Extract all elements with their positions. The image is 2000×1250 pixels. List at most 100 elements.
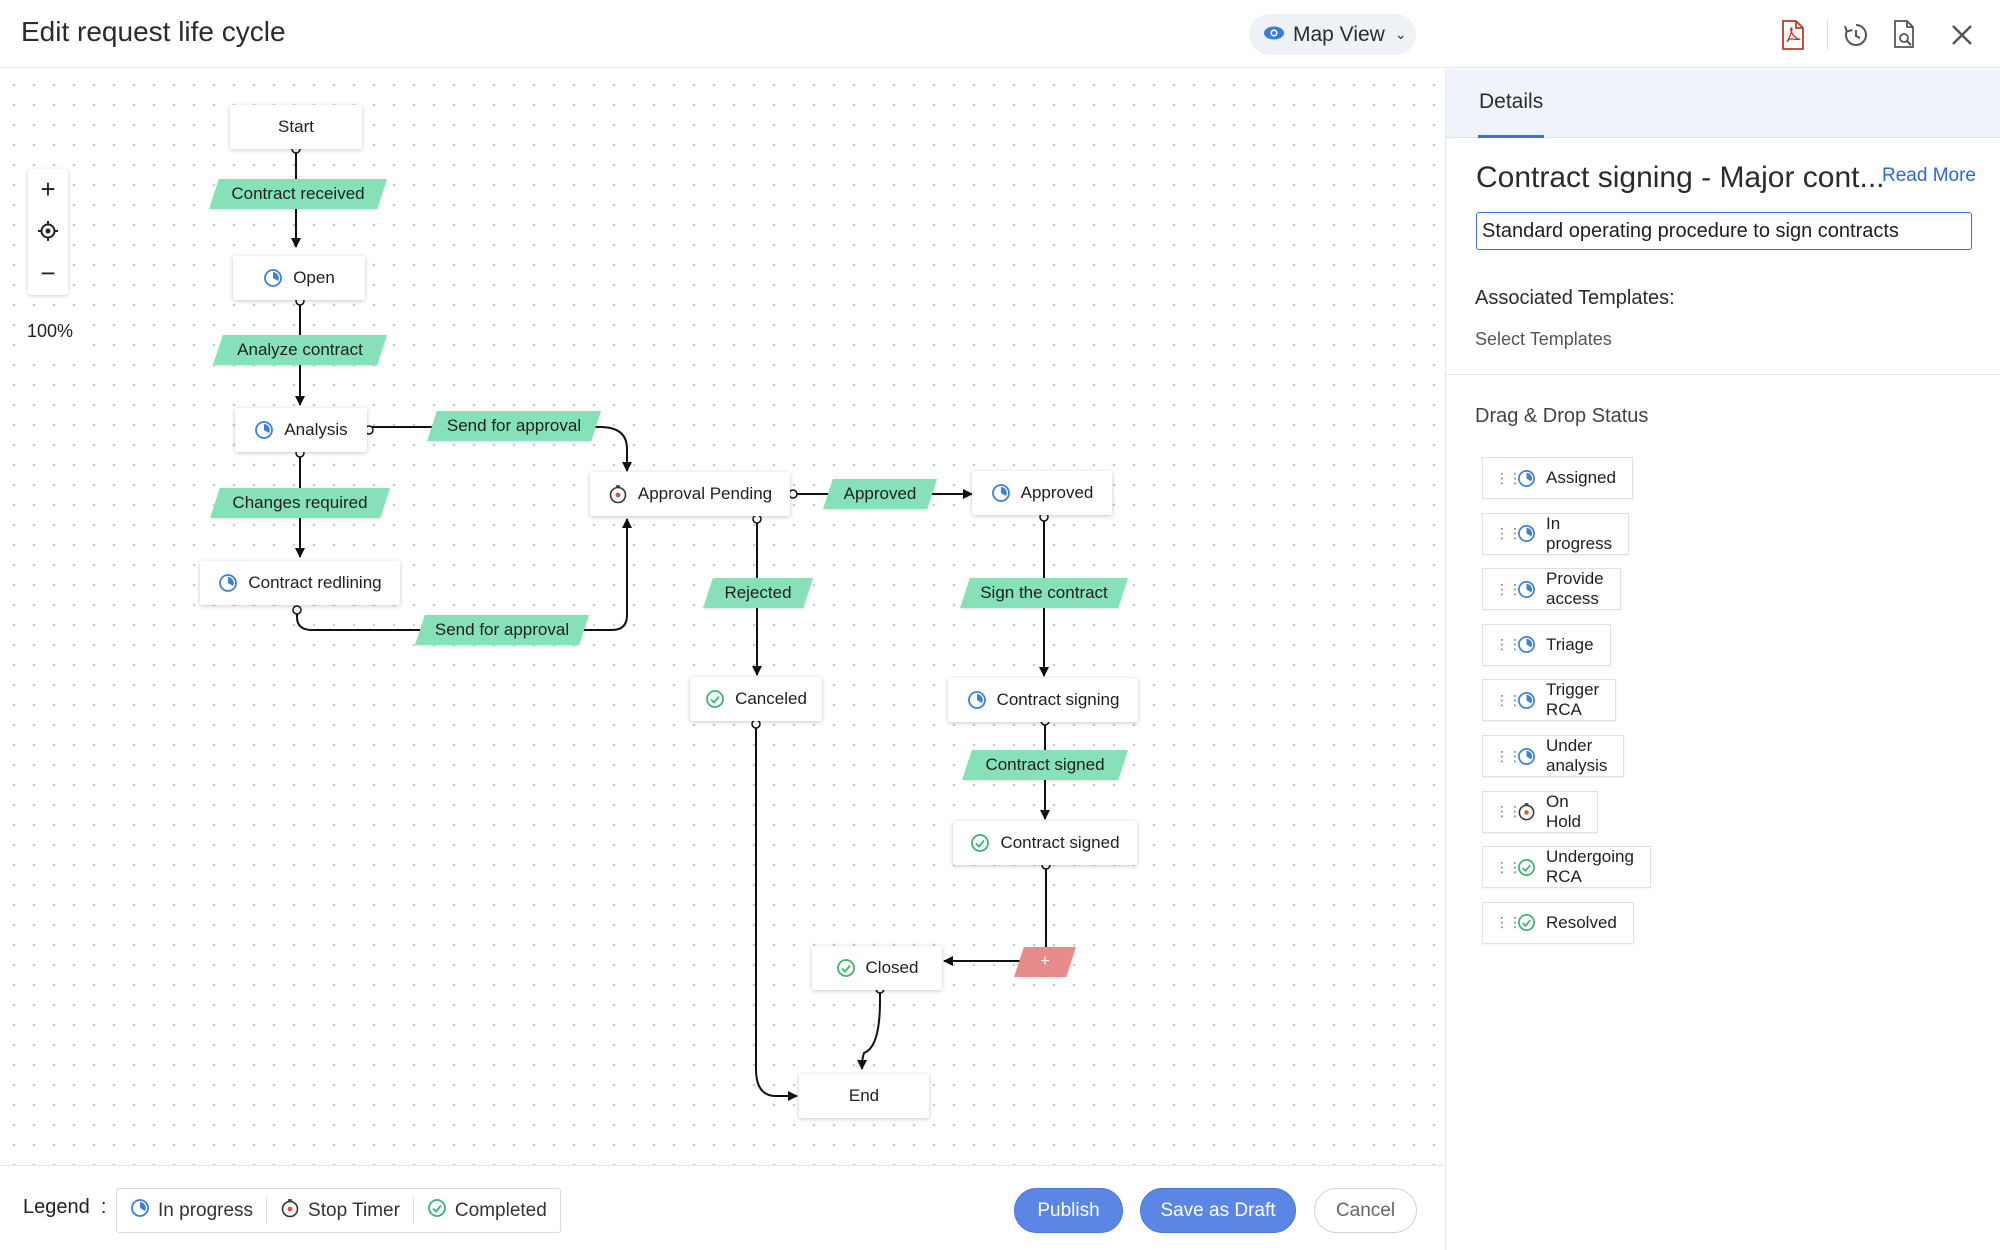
status-chip[interactable]: ⋮⋮ Under analysis	[1482, 735, 1625, 777]
drag-drop-status-title: Drag & Drop Status	[1475, 405, 1649, 427]
status-chip[interactable]: ⋮⋮Provide access	[1482, 568, 1621, 611]
connector-analysis-approval	[369, 426, 632, 472]
map-view-dropdown[interactable]: Map View ⌄	[1249, 14, 1416, 55]
tab-bar: Details	[1446, 69, 2000, 138]
drag-handle-icon[interactable]: ⋮⋮	[1495, 636, 1522, 653]
select-templates-dropdown[interactable]: Select Templates	[1475, 329, 1612, 349]
status-chip[interactable]: ⋮⋮Triage	[1482, 623, 1611, 666]
node-open[interactable]: Open	[233, 256, 365, 300]
in-progress-icon	[1517, 691, 1536, 710]
drag-handle-icon[interactable]: ⋮⋮	[1495, 525, 1522, 542]
stop-timer-icon	[280, 1198, 300, 1224]
transition-approved[interactable]: Approved	[828, 479, 932, 509]
node-label: Closed	[865, 958, 919, 977]
close-icon[interactable]	[1945, 18, 1979, 52]
details-panel: Details Contract signing - Major cont...…	[1445, 69, 2000, 1250]
transition-contract-signed[interactable]: Contract signed	[967, 750, 1123, 780]
connector-canceled-end	[755, 724, 798, 1101]
transition-send-for-approval[interactable]: Send for approval	[432, 411, 596, 441]
description-input[interactable]	[1476, 212, 1972, 250]
completed-icon	[705, 689, 725, 709]
footer: Legend : In progress Stop Timer Complete…	[0, 1165, 1444, 1250]
in-progress-icon	[1517, 635, 1536, 654]
status-chip[interactable]: ⋮⋮Trigger RCA	[1482, 679, 1617, 722]
status-chip-label: Under analysis	[1546, 736, 1608, 775]
transition-send-for-approval-redlining[interactable]: Send for approval	[420, 615, 584, 645]
zoom-in-button[interactable]: +	[40, 173, 56, 204]
page-title: Edit request life cycle	[21, 16, 286, 47]
legend: In progress Stop Timer Completed	[116, 1188, 561, 1233]
recenter-icon[interactable]	[28, 211, 68, 251]
transition-sign-the-contract[interactable]: Sign the contract	[965, 578, 1123, 608]
status-chip-label: Assigned	[1546, 468, 1616, 487]
status-name: Contract signing - Major cont...	[1476, 161, 1885, 194]
workflow-canvas[interactable]: + − 100% Start Open Analysis Contract re…	[0, 69, 1444, 1165]
in-progress-icon	[130, 1198, 150, 1224]
completed-icon	[836, 958, 856, 978]
zoom-level: 100%	[20, 310, 80, 352]
status-chip-label: In progress	[1546, 513, 1613, 553]
status-chip[interactable]: ⋮⋮ Undergoing RCA	[1482, 846, 1651, 889]
transition-changes-required[interactable]: Changes required	[215, 488, 385, 518]
transition-rejected[interactable]: Rejected	[708, 578, 808, 608]
status-chip[interactable]: ⋮⋮ In progress	[1482, 512, 1630, 555]
node-label: Approved	[1020, 483, 1094, 502]
node-approval-pending[interactable]: Approval Pending	[590, 472, 790, 516]
drag-handle-icon[interactable]: ⋮⋮	[1495, 580, 1522, 597]
node-label: Contract signing	[996, 690, 1120, 709]
status-chip[interactable]: ⋮⋮On Hold	[1482, 790, 1598, 833]
map-view-label: Map View	[1293, 22, 1385, 46]
stop-timer-icon	[1517, 802, 1536, 821]
node-label: Approval Pending	[637, 484, 773, 503]
read-more-link[interactable]: Read More	[1882, 165, 1976, 186]
connector-closed-end	[857, 989, 881, 1070]
document-search-icon[interactable]	[1888, 18, 1922, 52]
node-contract-redlining[interactable]: Contract redlining	[200, 561, 400, 605]
eye-icon	[1263, 23, 1285, 47]
drag-handle-icon[interactable]: ⋮⋮	[1495, 691, 1522, 708]
status-chip-label: Resolved	[1546, 912, 1617, 932]
in-progress-icon	[1517, 469, 1536, 488]
node-label: End	[848, 1086, 880, 1105]
completed-icon	[1517, 913, 1536, 932]
in-progress-icon	[263, 268, 283, 288]
drag-handle-icon[interactable]: ⋮⋮	[1495, 747, 1522, 764]
drag-handle-icon[interactable]: ⋮⋮	[1495, 803, 1522, 820]
pdf-export-icon[interactable]	[1776, 18, 1810, 52]
node-canceled[interactable]: Canceled	[690, 677, 822, 721]
node-start[interactable]: Start	[230, 105, 362, 149]
transition-contract-received[interactable]: Contract received	[214, 179, 382, 209]
header: Edit request life cycle Map View ⌄	[0, 0, 2000, 68]
status-chip[interactable]: ⋮⋮ Assigned	[1482, 457, 1633, 499]
node-approved[interactable]: Approved	[972, 471, 1112, 515]
status-chip[interactable]: ⋮⋮ Resolved	[1482, 901, 1634, 944]
node-contract-signed[interactable]: Contract signed	[953, 821, 1137, 865]
in-progress-icon	[218, 573, 238, 593]
status-chip-label: Undergoing RCA	[1546, 847, 1634, 887]
drag-handle-icon[interactable]: ⋮⋮	[1495, 858, 1522, 875]
node-analysis[interactable]: Analysis	[235, 408, 367, 452]
node-label: Start	[278, 117, 314, 136]
node-contract-signing[interactable]: Contract signing	[948, 678, 1138, 722]
legend-label: Legend :	[23, 1196, 107, 1218]
tab-details[interactable]: Details	[1478, 69, 1545, 138]
in-progress-icon	[254, 420, 274, 440]
zoom-out-button[interactable]: −	[40, 257, 56, 288]
node-label: Open	[293, 268, 335, 287]
associated-templates-label: Associated Templates:	[1475, 287, 1675, 309]
cancel-button[interactable]: Cancel	[1314, 1188, 1417, 1233]
drag-handle-icon[interactable]: ⋮⋮	[1495, 469, 1522, 486]
node-end[interactable]: End	[799, 1074, 929, 1118]
header-separator	[1827, 20, 1828, 50]
drag-handle-icon[interactable]: ⋮⋮	[1495, 914, 1522, 931]
save-as-draft-button[interactable]: Save as Draft	[1140, 1188, 1296, 1233]
node-label: Analysis	[284, 420, 348, 439]
history-icon[interactable]	[1839, 18, 1873, 52]
node-closed[interactable]: Closed	[812, 946, 942, 990]
publish-button[interactable]: Publish	[1014, 1188, 1123, 1233]
legend-item-stop-timer: Stop Timer	[267, 1197, 414, 1224]
transition-analyze-contract[interactable]: Analyze contract	[218, 335, 382, 365]
completed-icon	[970, 833, 990, 853]
add-transition-button[interactable]: +	[1019, 947, 1071, 977]
legend-item-in-progress: In progress	[117, 1197, 268, 1224]
